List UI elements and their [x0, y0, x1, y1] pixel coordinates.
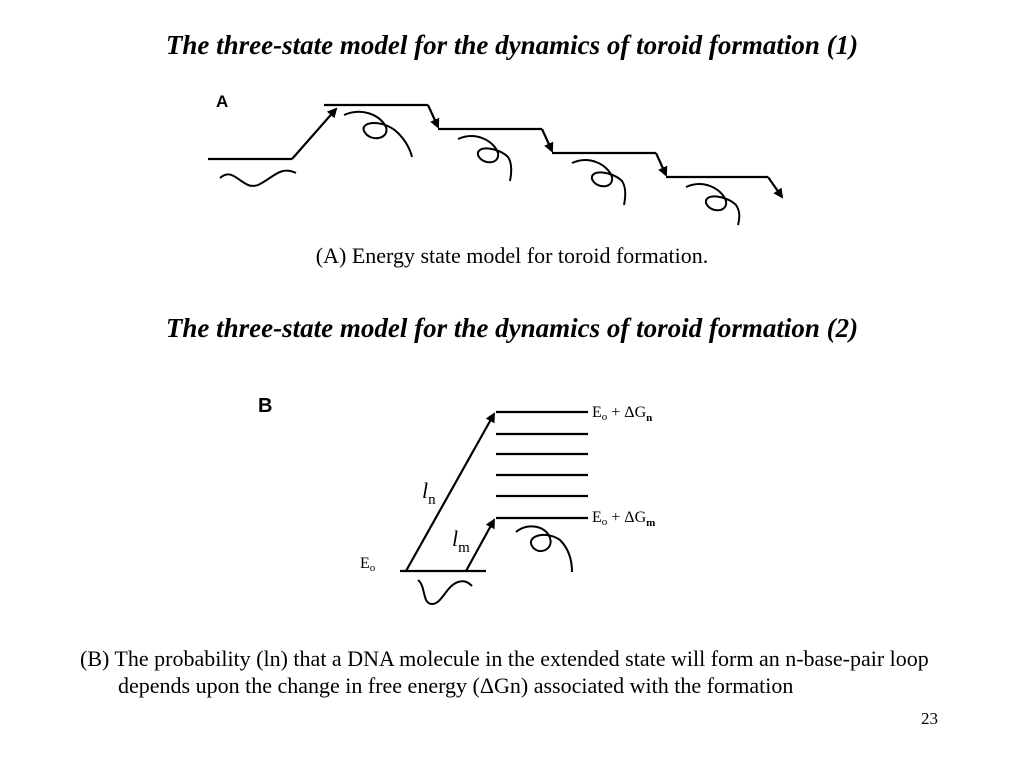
activation-arrow	[291, 107, 338, 160]
extended-dna-wave	[219, 169, 297, 187]
panel-label-b: B	[258, 395, 272, 417]
label-lm: lm	[452, 526, 470, 556]
step-arrow-4	[767, 176, 784, 199]
loop-curve-3	[571, 159, 627, 206]
slide-title-1: The three-state model for the dynamics o…	[165, 30, 859, 60]
loop-curve-4	[685, 183, 741, 226]
label-ln: ln	[422, 478, 436, 508]
step-arrow-2	[540, 128, 554, 153]
arrow-ln	[405, 412, 495, 572]
toroid-loop-curve	[515, 525, 573, 573]
label-eo: Eo	[360, 555, 376, 574]
figure-b-energy-levels: B Eo + ΔGn Eo + ΔGm Eo ln lm	[258, 395, 655, 606]
step-arrow-3	[654, 152, 668, 177]
extended-dna-wave-b	[417, 579, 473, 606]
page-number: 23	[921, 709, 938, 728]
loop-curve-1	[343, 110, 413, 158]
slide-title-2: The three-state model for the dynamics o…	[165, 313, 859, 343]
caption-b: (B) The probability (ln) that a DNA mole…	[80, 646, 929, 698]
label-em: Eo + ΔGm	[592, 509, 655, 529]
label-en: Eo + ΔGn	[592, 404, 652, 424]
panel-label-a: A	[216, 92, 228, 111]
arrow-lm	[465, 518, 495, 572]
loop-curve-2	[457, 135, 513, 182]
figure-a-energy-diagram: A	[208, 92, 784, 226]
caption-a: (A) Energy state model for toroid format…	[315, 243, 709, 268]
step-arrow-1	[426, 104, 440, 129]
